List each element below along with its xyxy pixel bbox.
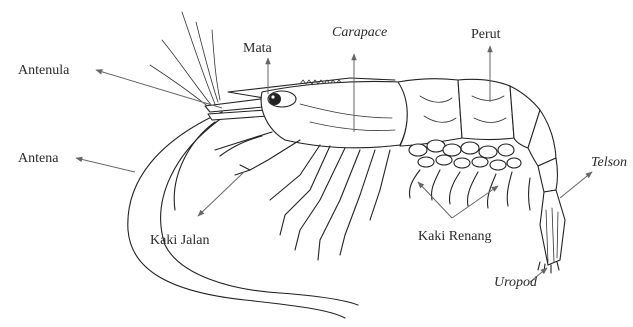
label-uropod: Uropod xyxy=(494,275,538,290)
label-carapace: Carapace xyxy=(332,25,387,40)
pleopods xyxy=(409,170,530,210)
arrow-kaki-renang-2 xyxy=(452,186,498,218)
label-perut: Perut xyxy=(471,27,501,42)
pereiopods xyxy=(235,140,390,260)
label-mata: Mata xyxy=(243,41,273,56)
label-telson: Telson xyxy=(591,155,627,170)
maxillipeds xyxy=(215,132,272,156)
label-antenula: Antenula xyxy=(18,63,70,78)
arrow-antenula xyxy=(96,70,222,108)
tail-fan xyxy=(538,190,565,273)
label-kaki-renang: Kaki Renang xyxy=(418,229,491,244)
abdomen-segments xyxy=(398,79,558,192)
antenna-flagella xyxy=(128,12,358,318)
eye xyxy=(268,91,296,107)
arrow-antena xyxy=(76,158,135,172)
pleopod-bases xyxy=(409,140,521,170)
arrow-telson xyxy=(560,172,592,198)
shrimp-illustration xyxy=(128,12,565,318)
label-antena: Antena xyxy=(18,151,59,166)
arrow-kaki-renang-1 xyxy=(418,182,452,218)
label-kaki-jalan: Kaki Jalan xyxy=(150,233,209,248)
arrow-kaki-jalan xyxy=(198,172,244,216)
